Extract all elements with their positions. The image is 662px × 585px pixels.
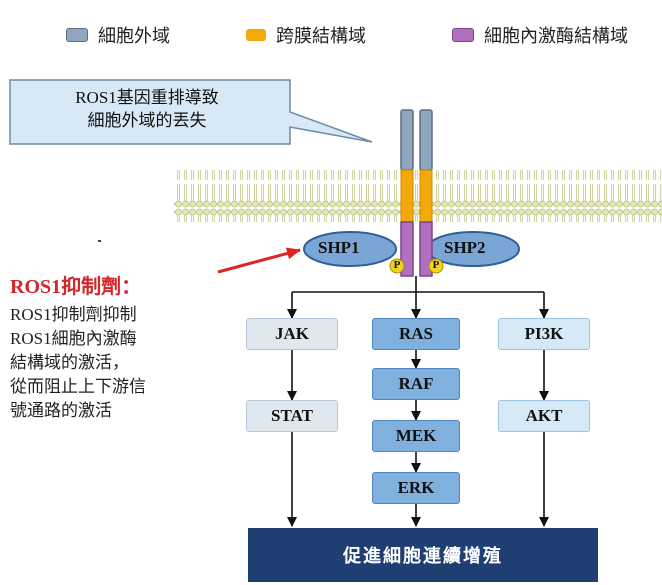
- pathway-box-stat: STAT: [246, 400, 338, 432]
- pathway-box-mek: MEK: [372, 420, 460, 452]
- callout-line-2: 細胞外域的丟失: [87, 111, 207, 130]
- legend-label: 跨膜結構域: [276, 26, 366, 46]
- legend-label: 細胞內激酶結構域: [484, 26, 628, 46]
- pathway-box-jak: JAK: [246, 318, 338, 350]
- pathway-box-ras: RAS: [372, 318, 460, 350]
- legend-item-kinase: 細胞內激酶結構域: [452, 22, 628, 48]
- inhibitor-title: ROS1抑制劑：: [10, 276, 142, 298]
- legend-label: 細胞外域: [98, 26, 170, 46]
- pathway-box-erk: ERK: [372, 472, 460, 504]
- pathway-box-raf: RAF: [372, 368, 460, 400]
- phosphate-label-left: P: [393, 259, 401, 271]
- inhibitor-description: ROS1抑制劑： ROS1抑制劑抑制 ROS1細胞內激酶 結構域的激活， 從而阻…: [10, 270, 200, 423]
- transmembrane-domain-left: [400, 169, 414, 223]
- shp2-label: SHP2: [444, 238, 486, 257]
- phosphate-right: [428, 258, 444, 274]
- inhibitor-arrow: [217, 247, 301, 274]
- kinase-domain-left: [400, 221, 414, 277]
- extracellular-domain-left: [400, 109, 414, 171]
- pathway-box-pi3k: PI3K: [498, 318, 590, 350]
- extracellular-swatch: [66, 28, 88, 42]
- extracellular-domain-right: [419, 109, 433, 171]
- inhibitor-body: ROS1抑制劑抑制 ROS1細胞內激酶 結構域的激活， 從而阻止上下游信 號通路…: [10, 305, 146, 420]
- callout-line-1: ROS1基因重排導致: [75, 88, 219, 107]
- callout-bubble: [9, 79, 373, 145]
- outcome-box: 促進細胞連續增殖: [248, 528, 598, 582]
- shp1-oval: [303, 231, 397, 267]
- transmembrane-swatch: [246, 29, 266, 41]
- cell-membrane: [174, 170, 662, 222]
- shp1-label: SHP1: [318, 238, 360, 257]
- transmembrane-domain-right: [419, 169, 433, 223]
- pathway-box-akt: AKT: [498, 400, 590, 432]
- legend-item-transmembrane: 跨膜結構域: [246, 22, 366, 48]
- kinase-domain-right: [419, 221, 433, 277]
- legend: 細胞外域 跨膜結構域 細胞內激酶結構域: [0, 22, 662, 52]
- kinase-swatch: [452, 28, 474, 42]
- callout-text: ROS1基因重排導致 細胞外域的丟失: [4, 86, 290, 132]
- phosphate-label-right: P: [432, 259, 440, 271]
- stray-dot: [98, 240, 101, 242]
- legend-item-extracellular: 細胞外域: [66, 22, 170, 48]
- phosphate-left: [389, 258, 405, 274]
